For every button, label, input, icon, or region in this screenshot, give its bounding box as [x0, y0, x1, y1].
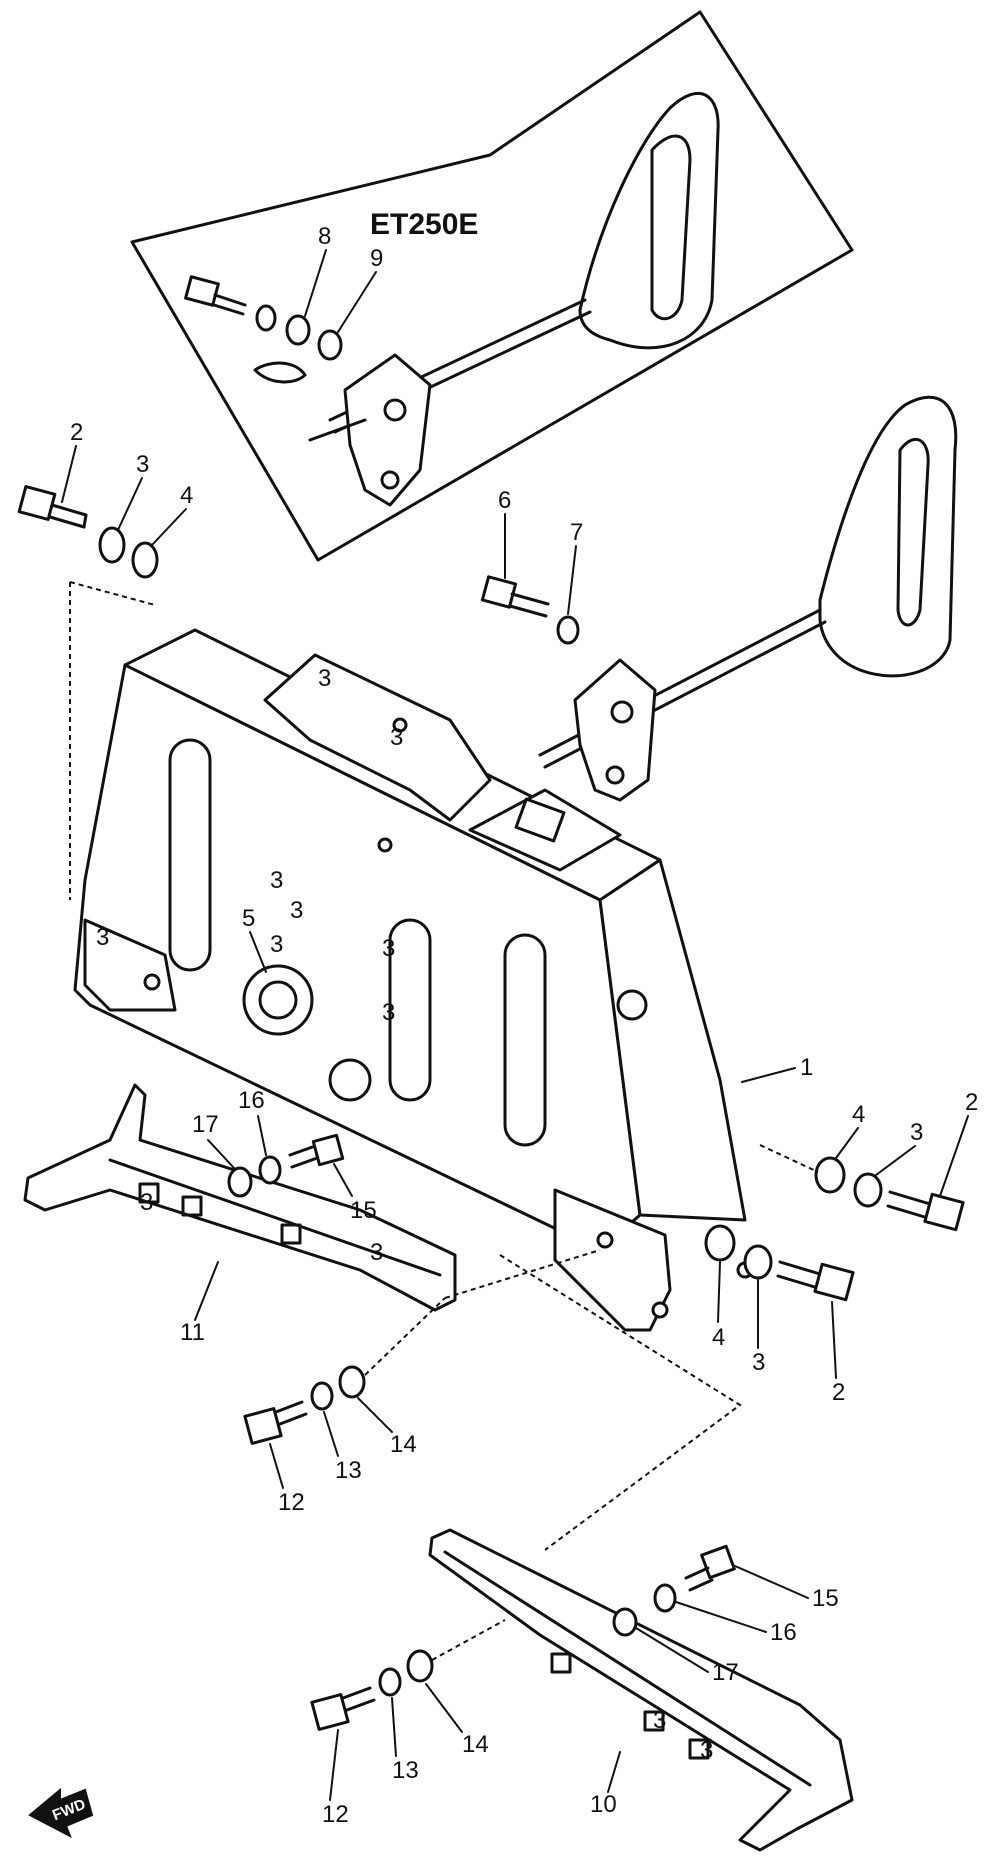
mark-3: 3	[653, 1707, 666, 1734]
washer-17-right	[612, 1607, 638, 1637]
callout-17-left: 17	[192, 1111, 219, 1138]
callout-2-right-upper: 2	[965, 1089, 978, 1116]
callout-4-right-lower: 4	[712, 1324, 725, 1351]
frame-top-bracket	[263, 653, 492, 822]
right-fasteners-upper: 4 3 2	[759, 1089, 978, 1232]
bolt-12-left	[243, 1400, 308, 1445]
bolt-15-right	[684, 1544, 736, 1592]
handle-bracket	[573, 658, 657, 802]
inset-handle-slot	[650, 134, 692, 321]
et250e-inset: ET250E 8 9	[130, 10, 854, 562]
mark-3: 3	[270, 867, 283, 894]
callout-15-left: 15	[350, 1197, 377, 1224]
mark-3: 3	[382, 999, 395, 1026]
inset-washer-9	[317, 329, 343, 361]
callout-17-right: 17	[712, 1659, 739, 1686]
mark-3: 3	[140, 1189, 153, 1216]
callout-16-left: 16	[238, 1087, 265, 1114]
callout-1: 1	[800, 1054, 813, 1081]
washer-17-left	[227, 1166, 253, 1198]
washer-4-right-lower	[704, 1224, 736, 1262]
washer-4-left	[131, 541, 159, 579]
rail-10-assembly: 3 3 10 15 16 17 12 13 14	[310, 1528, 854, 1852]
washer-3-left	[98, 526, 126, 564]
callout-12-left: 12	[278, 1489, 305, 1516]
washer-4-right-upper	[814, 1156, 846, 1194]
frame-slot-right	[503, 933, 547, 1147]
frame-slot-left	[168, 738, 212, 972]
inset-bolt	[184, 275, 247, 316]
washer-14-left	[338, 1365, 366, 1399]
rail-10	[428, 1528, 854, 1852]
inset-washer	[255, 304, 277, 332]
callout-16-right: 16	[770, 1619, 797, 1646]
handle-grip	[818, 395, 958, 678]
callout-4-left: 4	[180, 482, 193, 509]
frame-side-face	[598, 858, 747, 1222]
mark-3: 3	[318, 665, 331, 692]
callout-5: 5	[242, 905, 255, 932]
callout-7: 7	[570, 519, 583, 546]
callout-10: 10	[590, 1791, 617, 1818]
bolt-2-left	[17, 485, 88, 529]
callout-6: 6	[498, 487, 511, 514]
mark-3: 3	[370, 1239, 383, 1266]
bolt-6	[480, 575, 550, 618]
callout-13-left: 13	[335, 1457, 362, 1484]
frame-hole	[328, 1058, 372, 1102]
inset-handle-grip	[578, 91, 720, 350]
frame-slot-middle	[388, 918, 432, 1102]
mark-3: 3	[382, 935, 395, 962]
right-handle-assembly: 6 7	[480, 395, 958, 802]
inset-title: ET250E	[370, 208, 478, 241]
callout-8: 8	[318, 223, 331, 250]
right-fasteners-lower: 4 3 2	[704, 1224, 855, 1406]
mark-3: 3	[390, 724, 403, 751]
washer-3-right-upper	[853, 1172, 883, 1208]
bolt-15-left	[288, 1133, 345, 1169]
callout-15-right: 15	[812, 1585, 839, 1612]
callout-3-right-lower: 3	[752, 1349, 765, 1376]
lock-washer-13-right	[378, 1667, 402, 1697]
callout-13-right: 13	[392, 1757, 419, 1784]
lock-washer-16-right	[653, 1583, 677, 1613]
left-top-fasteners: 2 3 4	[17, 419, 193, 900]
mark-3: 3	[700, 1737, 713, 1764]
mark-3: 3	[290, 897, 303, 924]
inset-clip	[253, 361, 307, 384]
bolt-2-right-upper	[886, 1190, 965, 1232]
forward-arrow-icon: FWD	[28, 1787, 94, 1839]
bolt-12-right	[310, 1686, 376, 1731]
callout-14-right: 14	[462, 1731, 489, 1758]
callout-11: 11	[180, 1319, 205, 1346]
inset-frame	[130, 10, 854, 562]
callout-14-left: 14	[390, 1431, 417, 1458]
lock-washer-13-left	[310, 1381, 334, 1411]
callout-3-right-upper: 3	[910, 1119, 923, 1146]
washer-3-right-lower	[743, 1244, 773, 1280]
inset-handle-bracket	[343, 353, 432, 507]
rail-11-assembly: 3 3 11 17 16 15 12 13 14	[23, 1083, 742, 1551]
main-frame: 5 1 3 3 3 3 3 3 3 3	[73, 628, 813, 1332]
callout-9: 9	[370, 245, 383, 272]
lock-washer-16-left	[258, 1155, 282, 1185]
callout-2-right-lower: 2	[832, 1379, 845, 1406]
callout-2-left: 2	[70, 419, 83, 446]
mark-3: 3	[270, 931, 283, 958]
frame-foot-right	[553, 1188, 672, 1332]
mark-3: 3	[96, 924, 109, 951]
washer-14-right	[406, 1649, 434, 1683]
inset-lock-washer-8	[285, 314, 311, 346]
callout-12-right: 12	[322, 1801, 349, 1828]
bolt-2-right-lower	[776, 1260, 855, 1302]
washer-7	[556, 615, 580, 645]
callout-4-right-upper: 4	[852, 1101, 865, 1128]
callout-3-left: 3	[136, 451, 149, 478]
